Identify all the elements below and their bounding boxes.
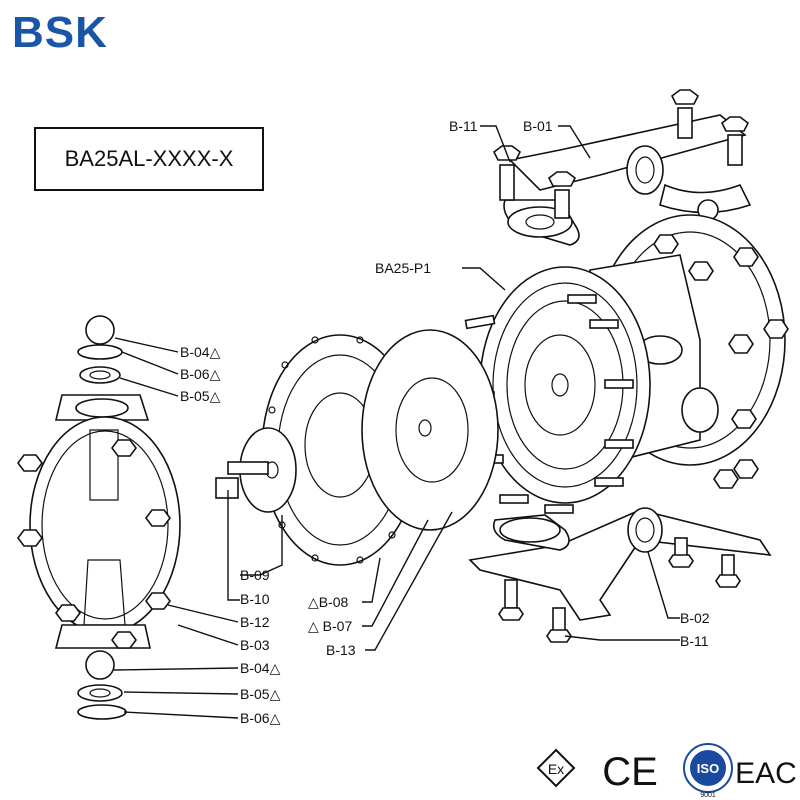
label-b03: B-03 — [240, 637, 270, 653]
model-number-box: BA25AL-XXXX-X — [34, 127, 264, 191]
diaphragm-b07 — [361, 329, 499, 531]
label-b12: B-12 — [240, 614, 270, 630]
label-b04-bottom: B-04△ — [240, 660, 281, 676]
label-b06-bottom: B-06△ — [240, 710, 281, 726]
bottom-manifold — [468, 507, 772, 643]
label-ba25-p1: BA25-P1 — [375, 260, 431, 276]
top-manifold — [492, 89, 752, 246]
label-b11-bottom: B-11 — [680, 633, 709, 649]
label-b06-top: B-06△ — [180, 366, 221, 382]
label-b10: B-10 — [240, 591, 270, 607]
certification-marks: Ex CE ISO 9001 EAC — [536, 743, 797, 799]
svg-text:Ex: Ex — [548, 761, 564, 777]
callout-labels: B-11 B-01 BA25-P1 B-04△ B-06△ B-05△ B-09… — [180, 118, 710, 726]
label-b11-top: B-11 — [449, 118, 478, 134]
svg-text:9001: 9001 — [700, 792, 716, 799]
brand-logo: BSK — [12, 8, 108, 57]
leader-lines — [113, 125, 680, 719]
model-number: BA25AL-XXXX-X — [64, 146, 234, 171]
label-b05-top: B-05△ — [180, 388, 221, 404]
diaphragm-plate-b09 — [215, 427, 297, 513]
label-b09: B-09 — [240, 567, 270, 583]
label-b04-top: B-04△ — [180, 344, 221, 360]
ce-mark: CE — [602, 750, 658, 794]
label-b05-bottom: B-05△ — [240, 686, 281, 702]
eac-mark: EAC — [735, 757, 797, 790]
label-b01: B-01 — [523, 118, 553, 134]
label-b08: △B-08 — [308, 594, 349, 610]
label-b07: △ B-07 — [308, 618, 352, 634]
atex-ex-mark: Ex — [536, 748, 576, 788]
label-b13: B-13 — [326, 642, 356, 658]
left-chamber — [17, 315, 181, 720]
iso-9001-mark: ISO 9001 — [683, 743, 733, 799]
label-b02: B-02 — [680, 610, 710, 626]
svg-text:ISO: ISO — [697, 761, 719, 776]
center-body — [464, 214, 789, 514]
